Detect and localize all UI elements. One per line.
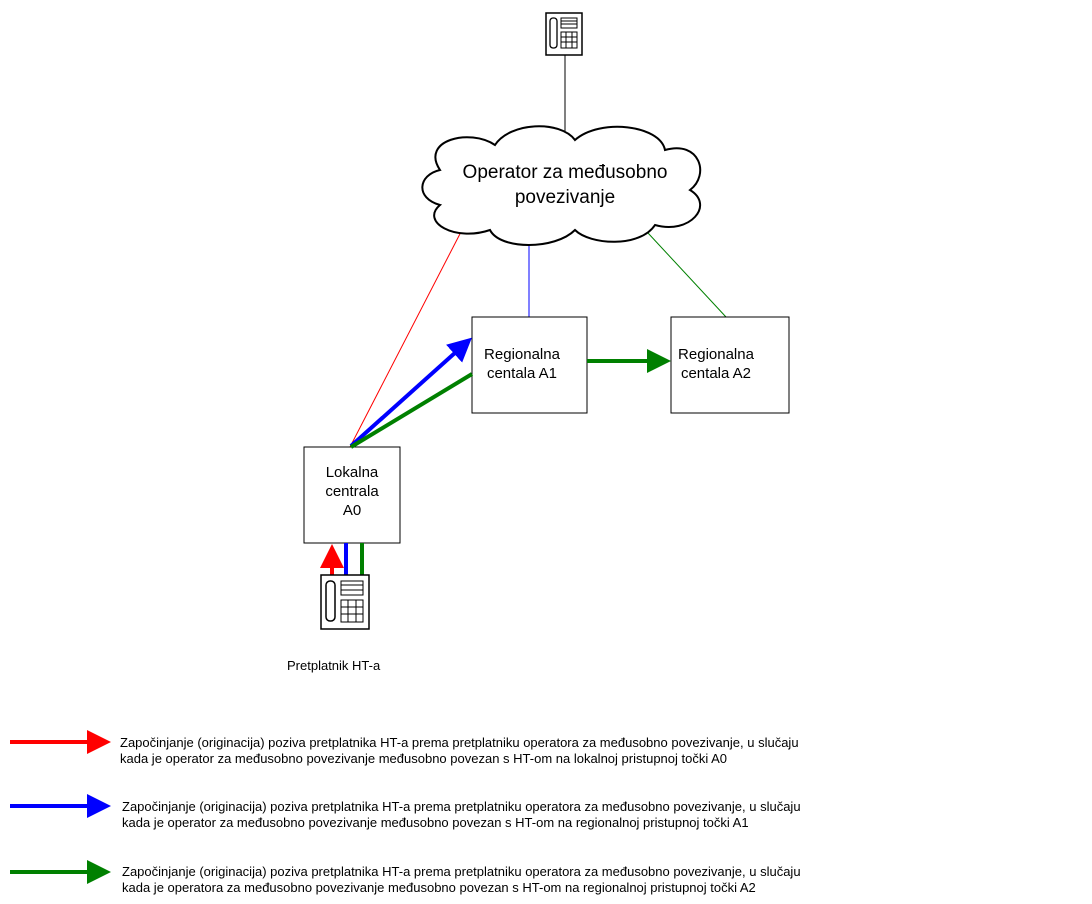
blue-arrow-local-to-a1 xyxy=(349,337,472,448)
green-link-cloud-a2 xyxy=(647,232,727,318)
regional-a1-line1: Regionalna xyxy=(484,346,560,363)
interconnect-operator-cloud xyxy=(421,125,702,246)
legend-blue-line2: kada je operator za međusobno povezivanj… xyxy=(122,815,749,830)
regional-exchange-a1-box xyxy=(471,316,588,414)
regional-exchange-a2-box xyxy=(670,316,790,414)
regional-a1-line2: centala A1 xyxy=(486,365,558,382)
local-a0-line3: A0 xyxy=(342,502,362,519)
cloud-label-line1: Operator za međusobno xyxy=(462,162,668,183)
legend-green-line2: kada je operatora za međusobno povezivan… xyxy=(122,880,756,895)
green-arrow-local-to-a1 xyxy=(349,372,474,449)
cloud-label: Operator za međusobno povezivanje xyxy=(420,160,710,210)
telephone-icon xyxy=(320,574,370,630)
legend-red-line1: Započinjanje (originacija) poziva pretpl… xyxy=(120,735,799,750)
local-a0-line2: centrala xyxy=(325,483,379,500)
legend-item-blue: Započinjanje (originacija) poziva pretpl… xyxy=(122,799,1092,831)
subscriber-label: Pretplatnik HT-a xyxy=(287,658,381,673)
regional-a2-label: Regionalna centala A2 xyxy=(671,345,761,383)
cloud-label-line2: povezivanje xyxy=(514,187,616,208)
legend-item-green: Započinjanje (originacija) poziva pretpl… xyxy=(122,864,1092,896)
legend-green-line1: Započinjanje (originacija) poziva pretpl… xyxy=(122,864,801,879)
regional-a2-line1: Regionalna xyxy=(678,346,754,363)
regional-a1-label: Regionalna centala A1 xyxy=(472,345,572,383)
local-a0-line1: Lokalna xyxy=(325,464,379,481)
red-link-cloud-local xyxy=(349,227,464,448)
legend-item-red: Započinjanje (originacija) poziva pretpl… xyxy=(120,735,1090,767)
legend-blue-line1: Započinjanje (originacija) poziva pretpl… xyxy=(122,799,801,814)
legend-red-line2: kada je operator za međusobno povezivanj… xyxy=(120,751,728,766)
local-a0-label: Lokalna centrala A0 xyxy=(304,463,400,520)
regional-a2-line2: centala A2 xyxy=(680,365,752,382)
local-exchange-a0-box xyxy=(303,446,401,544)
telephone-icon xyxy=(545,12,583,56)
